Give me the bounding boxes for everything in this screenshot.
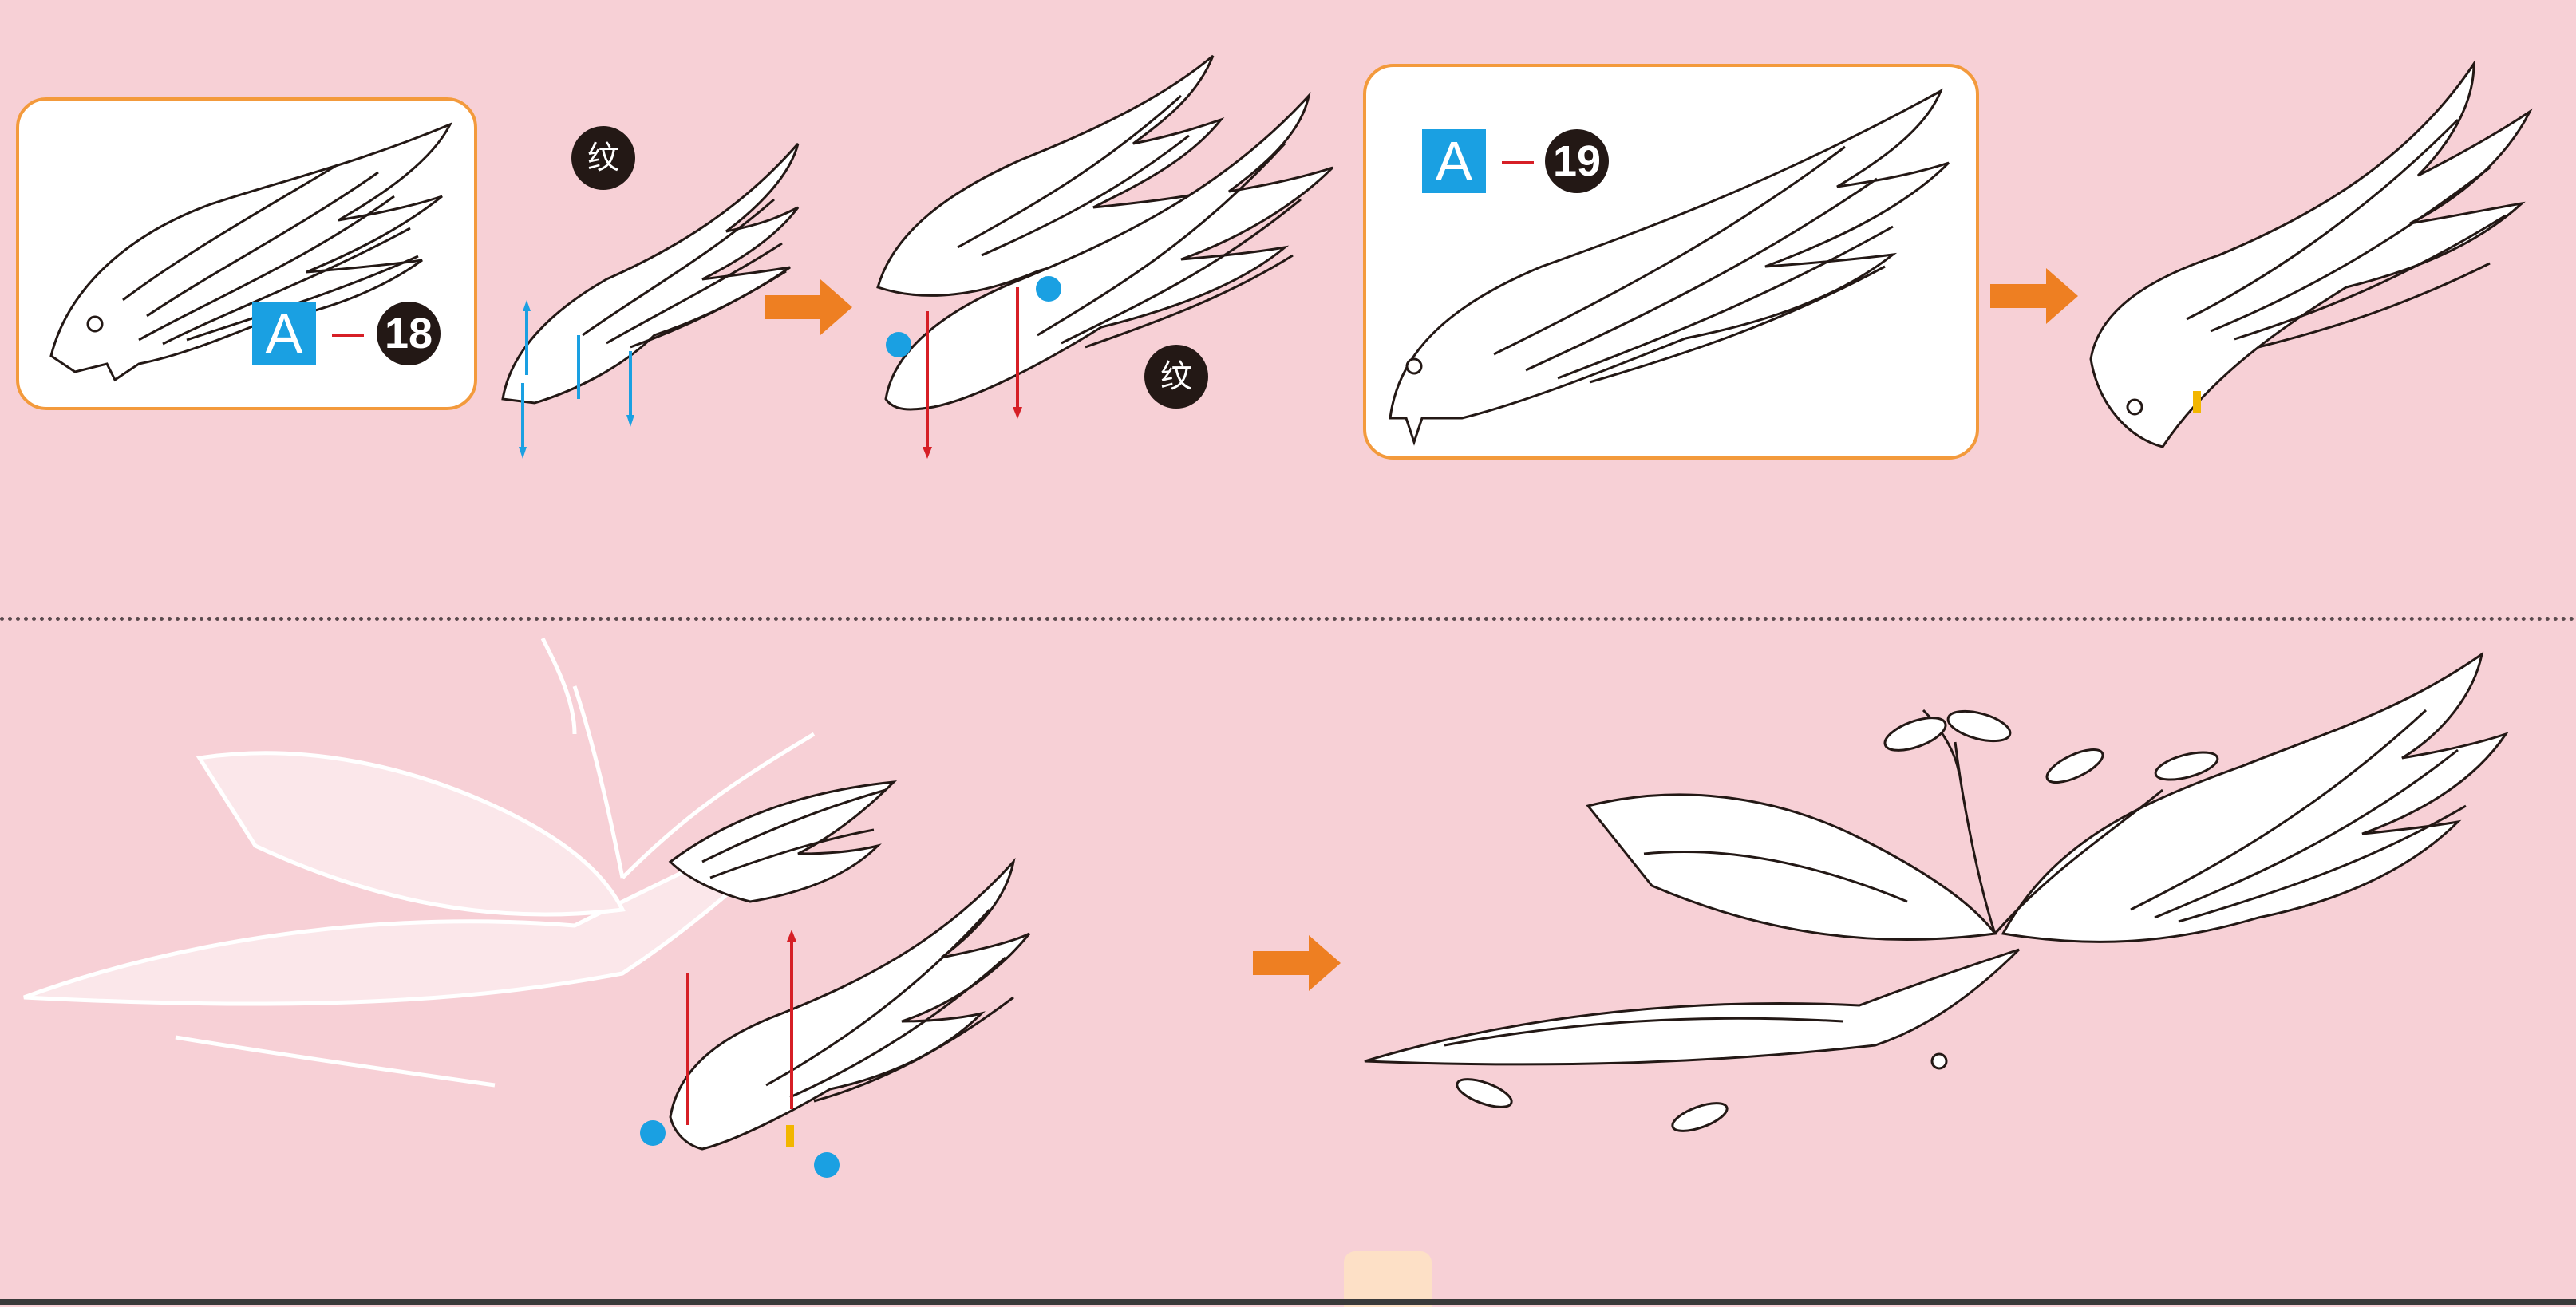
wing-part-18-illustration	[19, 101, 480, 413]
bird-complete-illustration	[1365, 646, 2562, 1157]
wing-step3-illustration	[2075, 56, 2554, 471]
step-arrow-2	[1990, 268, 2078, 324]
part-callout-a18: A 18	[16, 97, 477, 410]
part-callout-a19: A 19	[1363, 64, 1979, 460]
wing-part-19-illustration	[1366, 67, 1982, 463]
page-bottom-border	[0, 1299, 2576, 1305]
step-arrow-3	[1253, 935, 1341, 991]
pattern-side-badge: 纹	[1144, 345, 1208, 409]
connector-dash	[332, 334, 364, 337]
alignment-dot	[886, 332, 911, 357]
wing-step2-illustration	[862, 48, 1357, 463]
alignment-dot	[640, 1120, 666, 1146]
step-arrow-1	[765, 279, 852, 335]
pattern-side-badge: 纹	[571, 126, 635, 190]
sheet-letter-badge: A	[1422, 129, 1486, 193]
alignment-dot	[814, 1152, 840, 1178]
section-divider	[0, 617, 2576, 621]
alignment-dot	[1036, 276, 1061, 302]
wing-step1-illustration	[479, 112, 798, 463]
part-number-badge: 19	[1545, 129, 1609, 193]
connector-dash	[1502, 161, 1534, 164]
bird-assembly-step-illustration	[16, 638, 1213, 1197]
sheet-letter-badge: A	[252, 302, 316, 365]
part-number-badge: 18	[377, 302, 441, 365]
